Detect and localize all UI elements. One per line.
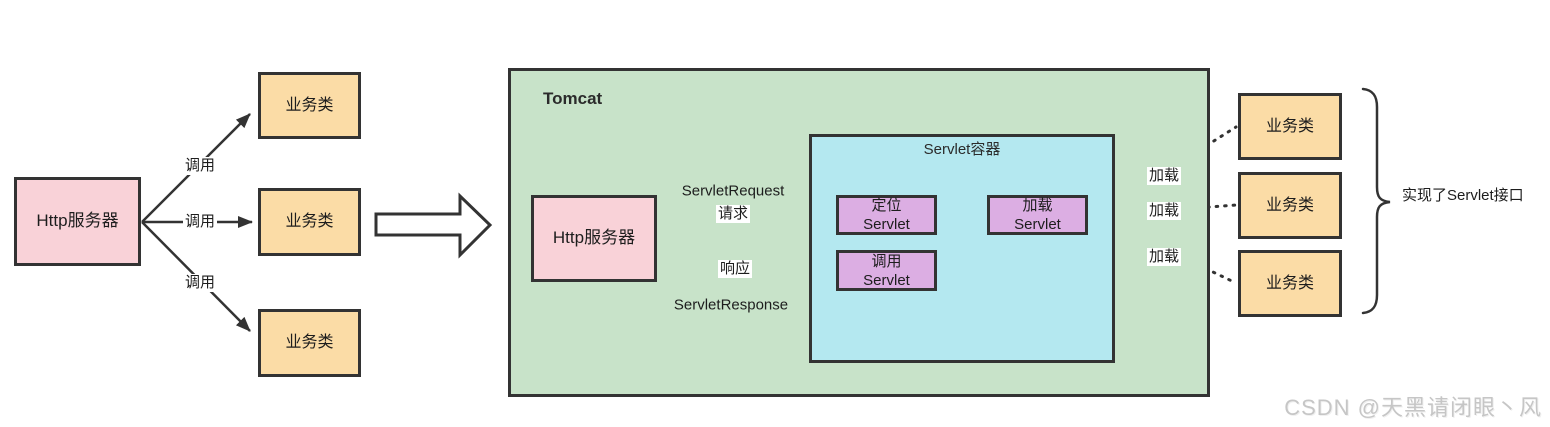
business-class-box-right-1: 业务类 (1238, 93, 1342, 160)
servlet-container: Servlet容器 (809, 134, 1115, 363)
servlet-request-label: ServletRequest (681, 182, 785, 200)
http-server-box-tomcat: Http服务器 (531, 195, 657, 282)
business-class-box-left-2: 业务类 (258, 188, 361, 256)
tomcat-title: Tomcat (543, 89, 603, 108)
call-label-middle: 调用 (182, 213, 218, 231)
servlet-container-title: Servlet容器 (923, 141, 1001, 158)
load-label-bottom: 加载 (1146, 248, 1182, 266)
brace-note: 实现了Servlet接口 (1402, 187, 1524, 204)
http-server-box-left: Http服务器 (14, 177, 141, 266)
call-label-top: 调用 (182, 157, 218, 175)
response-label: 响应 (717, 260, 753, 278)
call-label-bottom: 调用 (182, 274, 218, 292)
brace (1361, 87, 1391, 315)
watermark: CSDN @天黑请闭眼丶风 (1284, 395, 1542, 420)
big-transition-arrow (374, 192, 493, 259)
load-label-middle: 加载 (1146, 202, 1182, 220)
request-label: 请求 (715, 205, 751, 223)
business-class-box-right-3: 业务类 (1238, 250, 1342, 317)
servlet-response-label: ServletResponse (673, 296, 789, 314)
business-class-box-right-2: 业务类 (1238, 172, 1342, 239)
load-label-top: 加载 (1146, 167, 1182, 185)
business-class-box-left-3: 业务类 (258, 309, 361, 377)
business-class-box-left-1: 业务类 (258, 72, 361, 139)
